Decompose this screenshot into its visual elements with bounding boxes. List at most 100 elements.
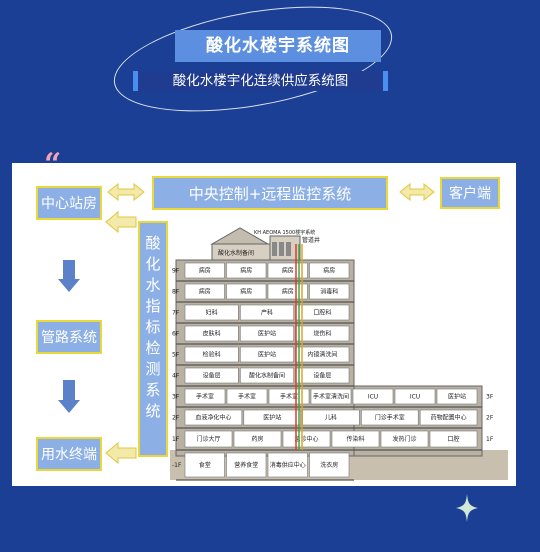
floor-label: 1F xyxy=(172,436,180,443)
room xyxy=(436,388,478,405)
room xyxy=(361,409,419,426)
room xyxy=(352,388,394,405)
monitor-char: 水 xyxy=(145,276,161,294)
room xyxy=(240,367,294,384)
monitor-char: 检 xyxy=(145,339,161,357)
room-label: 设备层 xyxy=(203,372,221,380)
room xyxy=(184,325,239,342)
wing-floor-label: 2F xyxy=(486,415,494,422)
room-label: 病房 xyxy=(282,267,294,275)
left-arrow-icon xyxy=(105,441,137,465)
pipe-system-box: 管路系统 xyxy=(36,320,102,354)
room-label: 口腔科 xyxy=(313,309,331,317)
monitor-char: 酸 xyxy=(145,234,161,252)
room xyxy=(309,262,350,279)
room xyxy=(184,367,239,384)
left-arrow-icon xyxy=(105,210,137,234)
room xyxy=(184,262,225,279)
room xyxy=(243,409,301,426)
room-label: 消毒科 xyxy=(320,288,338,296)
room xyxy=(309,452,350,478)
room xyxy=(184,388,226,405)
room-label: 烧伤科 xyxy=(313,330,331,338)
room xyxy=(240,346,294,363)
banner-label: KH AEOMA 1500楼宇系统 xyxy=(254,229,315,236)
room-label: 儿科 xyxy=(325,414,337,422)
room-label: 妇科 xyxy=(206,309,218,317)
floor-label: 7F xyxy=(172,310,180,317)
down-arrow-icon xyxy=(58,260,80,292)
room xyxy=(419,409,478,426)
room-label: 内镜清洗间 xyxy=(307,351,337,359)
wing-floor-label: 1F xyxy=(486,436,494,443)
room xyxy=(429,430,478,448)
room xyxy=(380,430,429,448)
room xyxy=(184,346,239,363)
room xyxy=(184,283,225,300)
room-label: 药物配置中心 xyxy=(431,414,467,422)
room-label: 病房 xyxy=(199,267,211,275)
page-subtitle: 酸化水楼宇化连续供应系统图 xyxy=(172,73,349,89)
room-label: 消毒供应中心 xyxy=(270,461,306,469)
roof-label: 酸化水制备间 xyxy=(218,249,254,257)
room-label: 急诊中心 xyxy=(294,435,318,443)
room-label: 病房 xyxy=(282,288,294,296)
floor-label: 5F xyxy=(172,352,180,359)
room-label: 病房 xyxy=(199,288,211,296)
double-arrow-icon xyxy=(399,182,435,202)
floor-label: 9F xyxy=(172,268,180,275)
room-label: ICU xyxy=(410,394,420,401)
floor-label: 6F xyxy=(172,331,180,338)
room-label: 产科 xyxy=(261,309,273,317)
floor-label: 3F xyxy=(172,394,180,401)
monitor-char: 测 xyxy=(145,360,161,378)
room xyxy=(226,283,267,300)
room-label: 酸化水制备间 xyxy=(249,372,285,380)
room xyxy=(331,430,380,448)
room xyxy=(184,430,233,448)
floor-label: 4F xyxy=(172,373,180,380)
room xyxy=(240,304,294,321)
room-label: 手术室 xyxy=(196,393,214,401)
down-arrow-icon xyxy=(58,380,80,413)
room-label: 口腔 xyxy=(447,435,459,443)
room-label: 病房 xyxy=(323,267,335,275)
room-label: 手术室清洗间 xyxy=(313,393,349,401)
room-label: 医护站 xyxy=(258,330,276,338)
room xyxy=(267,262,308,279)
room-label: 医护站 xyxy=(258,351,276,359)
room-label: 门诊大厅 xyxy=(196,435,220,443)
wing-floor-label: 3F xyxy=(486,394,494,401)
floor-label: 8F xyxy=(172,289,180,296)
room-label: 门诊手术室 xyxy=(375,414,405,422)
room-label: 药房 xyxy=(251,435,263,443)
room-label: ICU xyxy=(368,394,378,401)
room-label: 手术室 xyxy=(238,393,256,401)
room xyxy=(267,283,308,300)
room xyxy=(309,283,350,300)
room-label: 检验科 xyxy=(203,351,221,359)
page-title: 酸化水楼宇系统图 xyxy=(175,30,381,62)
central-station-box: 中心站房 xyxy=(36,186,102,220)
central-control-box: 中央控制+远程监控系统 xyxy=(152,176,388,210)
room xyxy=(226,452,267,478)
water-terminal-box: 用水终端 xyxy=(36,437,102,471)
monitor-char: 统 xyxy=(145,402,161,420)
room xyxy=(310,388,352,405)
monitor-char: 标 xyxy=(145,318,161,336)
room-label: 血液净化中心 xyxy=(195,414,231,422)
room-label: 病房 xyxy=(240,288,252,296)
roof-tanks xyxy=(272,242,291,256)
room-label: 手术室 xyxy=(280,393,298,401)
room xyxy=(226,262,267,279)
room-label: 医护站 xyxy=(263,414,281,422)
room xyxy=(394,388,436,405)
room xyxy=(184,452,225,478)
room-label: 设备层 xyxy=(313,372,331,380)
room xyxy=(184,304,239,321)
room-label: 医护站 xyxy=(448,393,466,401)
room-label: 传染科 xyxy=(346,435,364,443)
